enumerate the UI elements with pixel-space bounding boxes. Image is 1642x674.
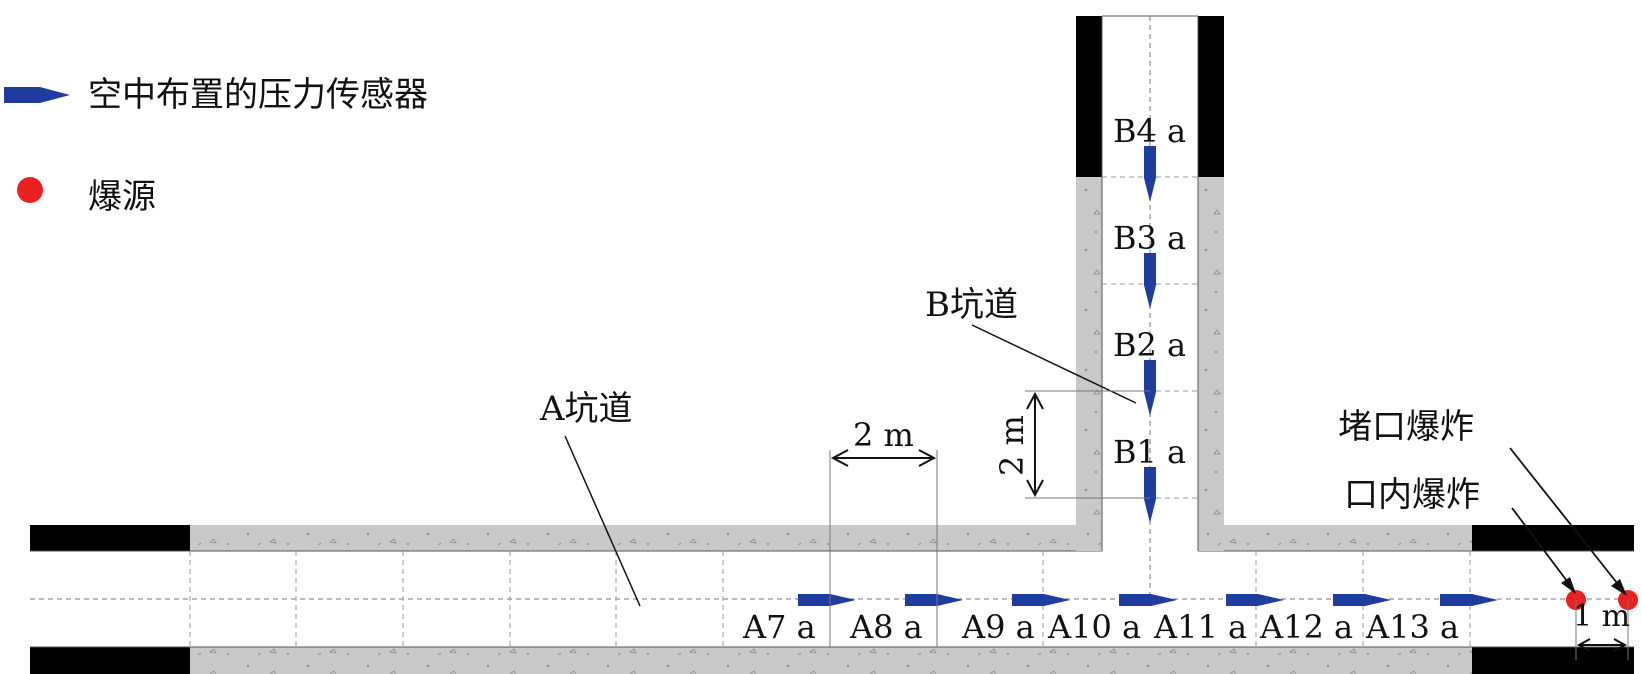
tunnel-b-right-wall-black	[1198, 16, 1224, 177]
sensor-a12-icon	[1333, 594, 1391, 606]
sensor-a8-label: A8 a	[849, 608, 923, 646]
legend-source-icon	[17, 177, 43, 203]
sensor-a9-icon	[1012, 594, 1070, 606]
sensor-b1-icon	[1144, 467, 1156, 523]
sensor-b3-label: B3 a	[1113, 219, 1186, 257]
dimension-vertical-label: 2 m	[993, 415, 1031, 476]
tunnel-a-top-wall-right	[1198, 525, 1472, 551]
dimension-vertical: 2 m	[993, 390, 1150, 499]
sensor-a7-label: A7 a	[742, 608, 816, 646]
sensor-a10-icon	[1119, 594, 1177, 606]
sensor-a7-icon	[798, 594, 856, 606]
dimension-end-label: 1 m	[1573, 599, 1630, 634]
tunnel-b-right-wall	[1198, 177, 1224, 525]
sensors-a-group: A7 a A8 a A9 a A10 a A11 a A12 a A13 a	[742, 594, 1498, 646]
tunnel-a-top-wall-left-end	[30, 525, 190, 551]
tunnel-a-label: A坑道	[539, 389, 633, 429]
sensor-a10-label: A10 a	[1047, 608, 1141, 646]
dimension-end: 1 m	[1573, 599, 1630, 660]
tunnel-b-leader	[971, 324, 1137, 404]
tunnel-a-top-wall-right-end	[1472, 525, 1634, 551]
dimension-horizontal: 2 m	[829, 416, 938, 647]
tunnel-a-bottom-wall-right-end	[1472, 647, 1634, 674]
legend-source-label: 爆源	[88, 177, 156, 217]
tunnel-a-top-wall-left	[190, 525, 1102, 551]
legend-sensor-icon	[4, 87, 70, 103]
sensor-b4-label: B4 a	[1113, 112, 1186, 150]
tunnel-b-left-wall-black	[1076, 16, 1102, 177]
tunnel-b-left-wall	[1076, 177, 1102, 525]
sensor-b2-icon	[1144, 360, 1156, 416]
sensor-a11-label: A11 a	[1153, 608, 1247, 646]
sensor-a8-icon	[905, 594, 963, 606]
sensor-b1-label: B1 a	[1113, 433, 1186, 471]
tunnel-a-bottom-wall	[190, 647, 1472, 674]
explosion-sources: 堵口爆炸 口内爆炸	[1338, 407, 1638, 610]
sensors-b-group: B4 a B3 a B2 a B1 a	[1113, 112, 1186, 523]
inner-explosion-label: 口内爆炸	[1344, 475, 1480, 515]
legend: 空中布置的压力传感器 爆源	[4, 75, 428, 217]
sensor-b2-label: B2 a	[1113, 326, 1186, 364]
sensor-b3-icon	[1144, 253, 1156, 309]
sensor-a13-label: A13 a	[1365, 608, 1459, 646]
sensor-a9-label: A9 a	[961, 608, 1035, 646]
tunnel-b-label: B坑道	[925, 285, 1018, 325]
sensor-b4-icon	[1144, 146, 1156, 202]
tunnel-a-bottom-wall-left-end	[30, 647, 190, 674]
sensor-a11-icon	[1226, 594, 1284, 606]
dimension-horizontal-label: 2 m	[853, 416, 914, 454]
tunnel-b	[1076, 15, 1224, 599]
sensor-a12-label: A12 a	[1259, 608, 1353, 646]
plugged-explosion-label: 堵口爆炸	[1338, 407, 1474, 447]
sensor-a13-icon	[1440, 594, 1498, 606]
legend-sensor-label: 空中布置的压力传感器	[88, 75, 428, 115]
tunnel-a-leader	[564, 435, 641, 607]
